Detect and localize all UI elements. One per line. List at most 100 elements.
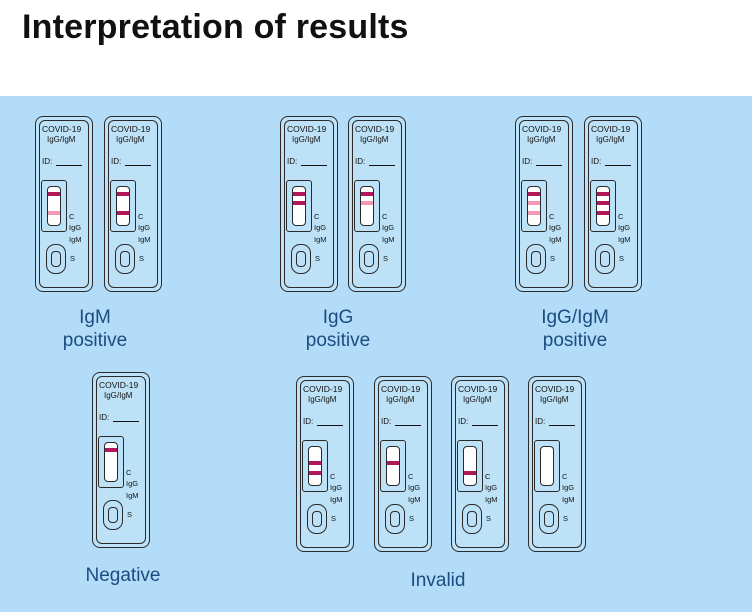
test-strip — [596, 186, 610, 226]
igg-line-label: IgG — [126, 479, 139, 488]
cassette-id-line — [317, 425, 343, 426]
igm-line-label: IgM — [562, 495, 575, 504]
cassette-inner-border — [378, 380, 428, 548]
sample-well — [462, 504, 482, 534]
cassette-inner-border — [300, 380, 350, 548]
igg-line-label: IgG — [382, 223, 395, 232]
igg-line-label: IgG — [408, 483, 421, 492]
sample-well — [115, 244, 135, 274]
band-igg — [528, 201, 540, 205]
cassette-inner-border — [519, 120, 569, 288]
control-line-label: C — [126, 468, 132, 477]
band-igm — [597, 211, 609, 215]
band-c — [105, 448, 117, 452]
band-c — [528, 192, 540, 196]
cassette-id-label: ID: — [522, 157, 533, 166]
caption-line2: positive — [62, 330, 128, 351]
group-caption-igm-positive: IgM positive — [40, 306, 150, 352]
sample-well-label: S — [486, 514, 492, 523]
sample-well-hole — [390, 511, 400, 527]
band-igm — [464, 471, 476, 475]
band-c — [117, 192, 129, 196]
cassette-subtitle: IgG/IgM — [47, 135, 76, 144]
sample-well-label: S — [139, 254, 145, 263]
cassette-subtitle: IgG/IgM — [360, 135, 389, 144]
igm-line-label: IgM — [330, 495, 343, 504]
band-c — [597, 192, 609, 196]
sample-well-hole — [312, 511, 322, 527]
igm-line-label: IgM — [618, 235, 631, 244]
result-window — [98, 436, 124, 488]
test-strip — [292, 186, 306, 226]
test-strip — [463, 446, 477, 486]
cassette-subtitle: IgG/IgM — [463, 395, 492, 404]
page-title: Interpretation of results — [22, 8, 409, 46]
cassette-title: COVID-19 — [381, 384, 421, 394]
cassette-id-label: ID: — [458, 417, 469, 426]
cassette-title: COVID-19 — [111, 124, 151, 134]
sample-well — [291, 244, 311, 274]
result-window — [41, 180, 67, 232]
cassette-id-label: ID: — [535, 417, 546, 426]
test-strip — [116, 186, 130, 226]
sample-well-hole — [531, 251, 541, 267]
sample-well-label: S — [563, 514, 569, 523]
result-window — [110, 180, 136, 232]
cassette-id-label: ID: — [99, 413, 110, 422]
cassette-id-line — [472, 425, 498, 426]
band-c — [48, 192, 60, 196]
cassette-inner-border — [352, 120, 402, 288]
result-window — [590, 180, 616, 232]
sample-well — [539, 504, 559, 534]
sample-well-label: S — [331, 514, 337, 523]
sample-well — [103, 500, 123, 530]
igg-line-label: IgG — [485, 483, 498, 492]
band-igg — [309, 461, 321, 465]
result-window — [534, 440, 560, 492]
cassette-id-label: ID: — [591, 157, 602, 166]
band-igm — [309, 471, 321, 475]
cassette-title: COVID-19 — [535, 384, 575, 394]
sample-well-label: S — [550, 254, 556, 263]
sample-well-hole — [544, 511, 554, 527]
band-igg — [387, 461, 399, 465]
sample-well-label: S — [127, 510, 133, 519]
cassette-subtitle: IgG/IgM — [292, 135, 321, 144]
test-strip — [527, 186, 541, 226]
result-window — [380, 440, 406, 492]
band-igg — [361, 201, 373, 205]
igg-line-label: IgG — [549, 223, 562, 232]
cassette-id-line — [56, 165, 82, 166]
sample-well-hole — [120, 251, 130, 267]
igg-line-label: IgG — [330, 483, 343, 492]
caption-line1: IgG/IgM — [541, 307, 609, 328]
igm-line-label: IgM — [126, 491, 139, 500]
band-c — [361, 192, 373, 196]
band-igm — [117, 211, 129, 215]
igm-line-label: IgM — [382, 235, 395, 244]
sample-well-label: S — [383, 254, 389, 263]
cassette-id-line — [536, 165, 562, 166]
group-caption-invalid: Invalid — [383, 569, 493, 592]
cassette-id-label: ID: — [111, 157, 122, 166]
igg-line-label: IgG — [562, 483, 575, 492]
sample-well-label: S — [619, 254, 625, 263]
cassette-id-line — [369, 165, 395, 166]
sample-well-hole — [108, 507, 118, 523]
caption-line2: positive — [305, 330, 371, 351]
band-igg — [293, 201, 305, 205]
cassette-inner-border — [96, 376, 146, 544]
caption-line2: positive — [542, 330, 608, 351]
igg-line-label: IgG — [618, 223, 631, 232]
sample-well-label: S — [315, 254, 321, 263]
cassette-inner-border — [455, 380, 505, 548]
igg-line-label: IgG — [314, 223, 327, 232]
